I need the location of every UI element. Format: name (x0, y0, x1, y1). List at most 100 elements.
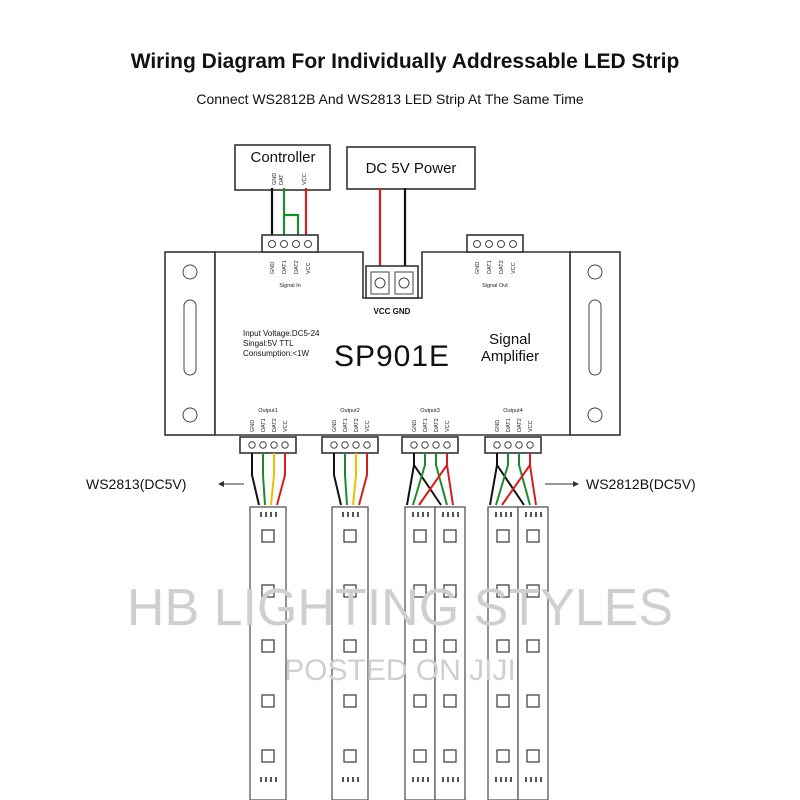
power-box: DC 5V Power (346, 146, 476, 190)
output-4-wire-2 (496, 464, 525, 506)
led-chip-4-2 (443, 584, 457, 598)
led-chip-5-5 (496, 749, 510, 763)
strip-pad-5-2 (500, 512, 502, 517)
strip-pad-end-3-2 (417, 777, 419, 782)
led-chip-3-4 (413, 694, 427, 708)
strip-pad-5-4 (510, 512, 512, 517)
signal-in-pin-1: GND (270, 262, 276, 274)
output-3-pin-vcc: VCC (445, 420, 451, 432)
strip-pad-4-1 (442, 512, 444, 517)
output-4-pin-dat1: DAT1 (506, 418, 512, 432)
signal-out-pin-1: GND (475, 262, 481, 274)
strip-pad-2-4 (357, 512, 359, 517)
led-strip-3 (404, 506, 436, 800)
output-label-1: Output1 (258, 408, 278, 414)
output-label-4: Output4 (503, 408, 523, 414)
output-1-screw-3 (270, 441, 278, 449)
output-4-screw-3 (515, 441, 523, 449)
strip-pad-4-3 (452, 512, 454, 517)
device-name-line2: Amplifier (481, 348, 539, 365)
led-chip-4-1 (443, 529, 457, 543)
strip-pad-1-4 (275, 512, 277, 517)
led-strip-4 (434, 506, 466, 800)
led-chip-2-4 (343, 694, 357, 708)
strip-pad-1-3 (270, 512, 272, 517)
output-4-pin-gnd: GND (495, 420, 501, 432)
strip-pad-end-3-1 (412, 777, 414, 782)
strip-pad-5-1 (495, 512, 497, 517)
output-1-pin-dat2: DAT2 (272, 418, 278, 432)
output-3-pin-gnd: GND (412, 420, 418, 432)
output-1-connector (239, 436, 297, 454)
device-model: SP901E (334, 340, 450, 373)
led-chip-1-4 (261, 694, 275, 708)
strip-pad-6-2 (530, 512, 532, 517)
led-chip-4-3 (443, 639, 457, 653)
output-4-wire-6 (501, 464, 531, 506)
right-strip-label: WS2812B(DC5V) (586, 476, 696, 492)
strip-pad-6-1 (525, 512, 527, 517)
output-2-pin-gnd: GND (332, 420, 338, 432)
strip-pad-end-6-2 (530, 777, 532, 782)
power-label: DC 5V Power (366, 160, 457, 177)
strip-pad-1-1 (260, 512, 262, 517)
led-strip-5 (487, 506, 519, 800)
output-1-pin-gnd: GND (250, 420, 256, 432)
led-chip-5-2 (496, 584, 510, 598)
signal-out-label: Signal Out (482, 283, 508, 289)
signal-in-pin-4: VCC (306, 262, 312, 274)
watermark-line2: POSTED ON JIJI (284, 654, 516, 687)
power-wires (378, 188, 407, 268)
output-4-wire-1 (489, 453, 498, 506)
controller-pin-vcc: VCC (302, 173, 308, 185)
output-2-wire-1 (333, 453, 342, 506)
strip-pad-end-2-2 (347, 777, 349, 782)
led-chip-3-2 (413, 584, 427, 598)
strip-pad-2-3 (352, 512, 354, 517)
spec-input-voltage: Input Voltage:DC5-24 (243, 329, 320, 338)
output-2-wire-2 (344, 453, 348, 506)
output-2-pin-vcc: VCC (365, 420, 371, 432)
controller-label: Controller (250, 149, 315, 166)
output-3-wire-4 (435, 453, 448, 506)
right-strip-callout: WS2812B(DC5V) (545, 476, 696, 492)
strip-pad-end-6-1 (525, 777, 527, 782)
diagram-subtitle: Connect WS2812B And WS2813 LED Strip At … (196, 91, 583, 107)
strip-pad-end-5-3 (505, 777, 507, 782)
led-chip-4-5 (443, 749, 457, 763)
strip-pad-2-2 (347, 512, 349, 517)
output-1-screw-2 (259, 441, 267, 449)
output-3-wire-2 (413, 464, 442, 506)
led-chip-6-4 (526, 694, 540, 708)
led-chip-6-5 (526, 749, 540, 763)
controller-box: Controller GND DAT VCC (234, 144, 331, 191)
signal-in-pin-3: DAT2 (294, 260, 300, 274)
output-3-wire-5 (446, 453, 454, 506)
output-3-screw-2 (421, 441, 429, 449)
output-1-wire-3 (270, 453, 275, 506)
strip-pad-1-2 (265, 512, 267, 517)
led-chip-2-2 (343, 584, 357, 598)
strip-pad-end-2-3 (352, 777, 354, 782)
led-chip-4-4 (443, 694, 457, 708)
output-1-wire-1 (251, 453, 260, 506)
strip-pad-6-4 (540, 512, 542, 517)
output-label-2: Output2 (340, 408, 360, 414)
output-3-pin-dat1: DAT1 (423, 418, 429, 432)
controller-pin-gnd: GND (272, 173, 278, 185)
output-2-screw-1 (330, 441, 338, 449)
output-4-screw-4 (526, 441, 534, 449)
strip-pad-end-6-4 (540, 777, 542, 782)
controller-wires (270, 188, 308, 240)
strip-pad-3-2 (417, 512, 419, 517)
watermark-line1: HB LIGHTING STYLES (127, 579, 673, 637)
output-1-pin-dat1: DAT1 (261, 418, 267, 432)
output-2-wire-3 (352, 453, 357, 506)
sp901e-device: VCC GND GND DAT1 DAT2 VCC Signal In GND … (164, 234, 621, 454)
strip-pad-end-4-4 (457, 777, 459, 782)
output-3-screw-3 (432, 441, 440, 449)
strip-pad-end-4-1 (442, 777, 444, 782)
led-chip-1-5 (261, 749, 275, 763)
